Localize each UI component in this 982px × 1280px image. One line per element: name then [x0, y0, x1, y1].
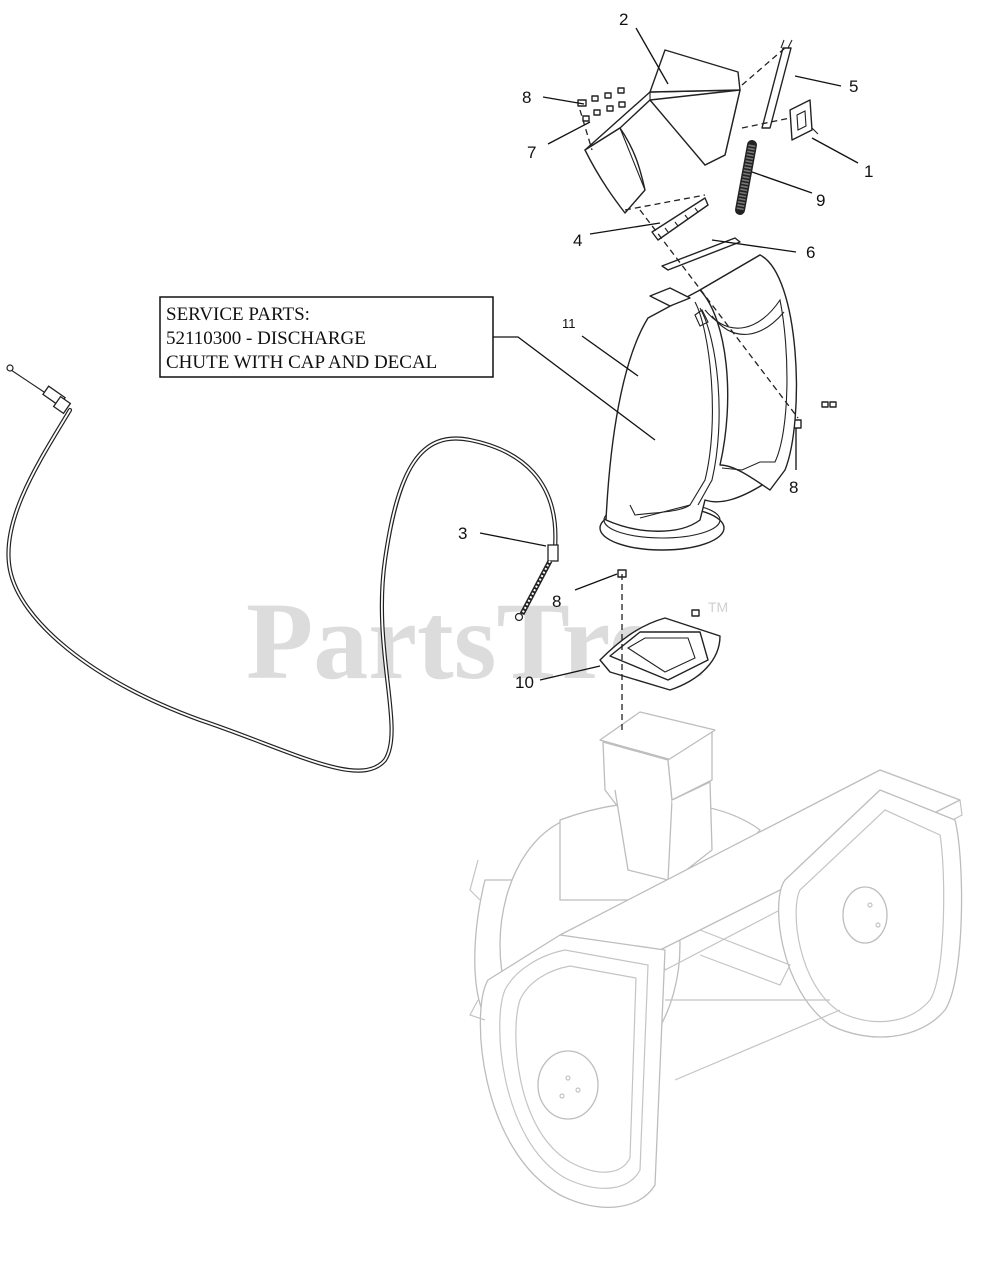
assembly-lines: [579, 47, 799, 730]
watermark-trademark: TM: [708, 599, 728, 615]
chute-flange: [599, 617, 721, 691]
callout-8-lower: 8: [552, 592, 561, 611]
service-parts-box: SERVICE PARTS: 52110300 - DISCHARGE CHUT…: [159, 296, 494, 378]
callout-2: 2: [619, 10, 628, 29]
deflector-rod: [761, 39, 793, 129]
callout-10: 10: [515, 673, 534, 692]
callout-8-top: 8: [522, 88, 531, 107]
callout-4: 4: [573, 231, 582, 250]
deflector-clip: [789, 99, 819, 141]
auger-housing: [469, 711, 963, 1208]
discharge-chute: [599, 254, 798, 551]
callout-7: 7: [527, 143, 536, 162]
deflector-bracket: [651, 197, 709, 241]
leader-lines: [479, 27, 859, 681]
hardware-bolts-top: [577, 87, 626, 122]
service-parts-line3: CHUTE WITH CAP AND DECAL: [166, 352, 437, 373]
callout-9: 9: [816, 191, 825, 210]
callout-11: 11: [562, 316, 576, 331]
control-cable: [6, 364, 559, 773]
spring: [735, 140, 757, 215]
chute-deflector: [584, 49, 741, 214]
callout-1: 1: [864, 162, 873, 181]
callout-6: 6: [806, 243, 815, 262]
hardware-bolts-right: [791, 401, 837, 429]
service-parts-line1: SERVICE PARTS:: [166, 304, 310, 325]
callout-8-right: 8: [789, 478, 798, 497]
callout-3: 3: [458, 524, 467, 543]
callout-numbers: 2 5 1 9 4 6 8 7 11 8 3 8 10: [458, 10, 873, 692]
callout-5: 5: [849, 77, 858, 96]
chute-plate: [661, 237, 741, 271]
service-parts-line2: 52110300 - DISCHARGE: [166, 328, 366, 349]
